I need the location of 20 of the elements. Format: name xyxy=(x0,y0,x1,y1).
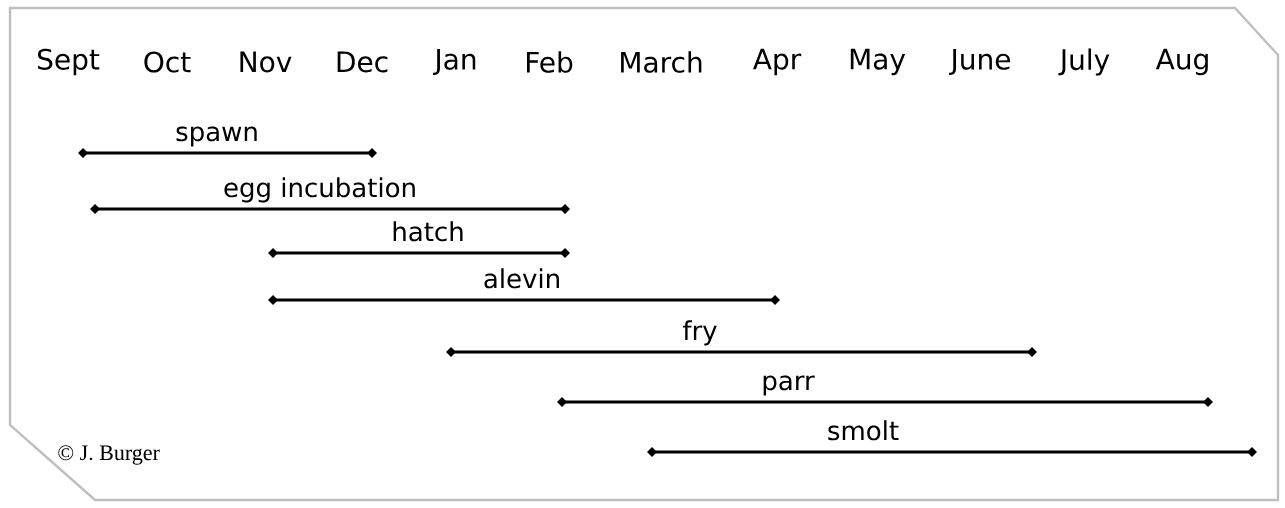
phase-label: hatch xyxy=(393,221,463,242)
month-label: Aug xyxy=(1155,48,1208,76)
phase-label: alevin xyxy=(484,268,559,289)
copyright-note: © J. Burger xyxy=(58,445,160,465)
month-label: Sept xyxy=(38,48,100,76)
month-label: Feb xyxy=(527,51,573,73)
month-label: Dec xyxy=(337,51,388,73)
month-label: May xyxy=(850,48,906,76)
phase-label: egg incubation xyxy=(224,177,415,203)
month-label: Jan xyxy=(433,49,476,75)
phase-label: smolt xyxy=(828,420,899,441)
phase-label: fry xyxy=(683,320,717,346)
month-label: Nov xyxy=(240,51,292,73)
month-label: Oct xyxy=(144,51,191,73)
phase-label: parr xyxy=(763,375,815,396)
phase-label: spawn xyxy=(176,126,257,147)
month-label: Apr xyxy=(753,48,802,76)
month-label: June xyxy=(949,49,1010,75)
month-label: July xyxy=(1058,48,1110,76)
month-label: March xyxy=(621,51,702,73)
